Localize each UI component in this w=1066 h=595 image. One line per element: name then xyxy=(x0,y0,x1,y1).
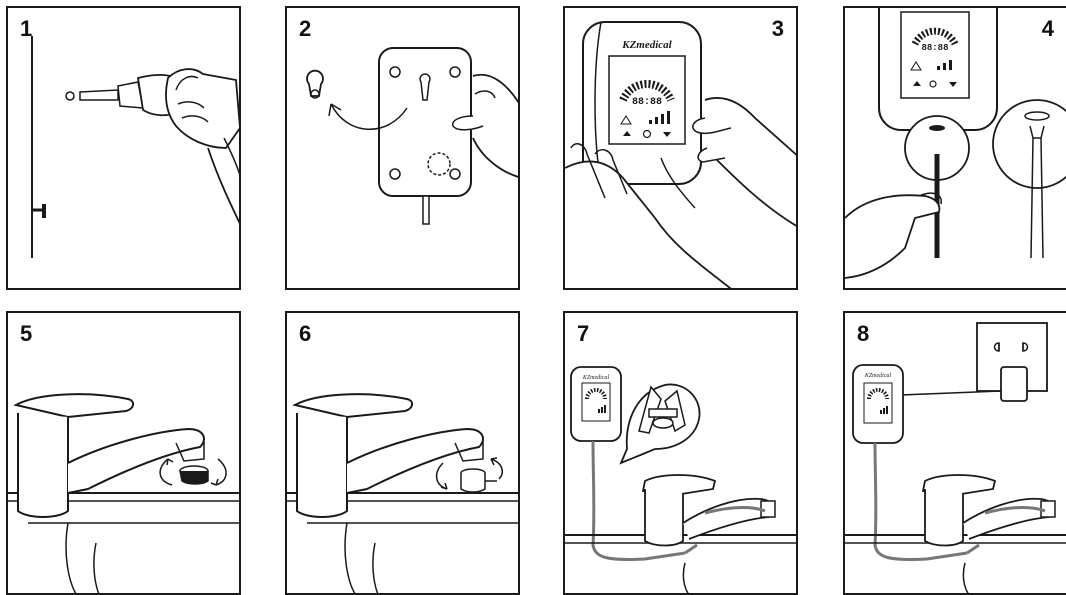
step-3-panel: KZmedical 88:88 3 xyxy=(563,6,798,290)
plug-in-illustration: KZmedical xyxy=(845,313,1066,595)
device-display-digits: 88:88 xyxy=(632,97,662,108)
step-number: 4 xyxy=(1042,18,1054,40)
drill-illustration xyxy=(8,8,241,290)
step-5-panel: 5 xyxy=(6,311,241,595)
attach-adapter-illustration xyxy=(287,313,520,595)
step-8-panel: KZmedical 8 xyxy=(843,311,1066,595)
step-number: 3 xyxy=(772,18,784,40)
unscrew-aerator-illustration xyxy=(8,313,241,595)
device-display-digits: 88:88 xyxy=(921,43,948,53)
step-7-panel: KZmedical 7 xyxy=(563,311,798,595)
device-brand-label: KZmedical xyxy=(621,39,672,51)
device-brand-label: KZmedical xyxy=(582,375,610,381)
step-number: 2 xyxy=(299,18,311,40)
step-2-panel: 2 xyxy=(285,6,520,290)
device-brand-label: KZmedical xyxy=(864,373,892,379)
device-hanging-illustration: KZmedical 88:88 xyxy=(565,8,798,290)
hose-insert-illustration: 88:88 xyxy=(845,8,1066,290)
step-number: 6 xyxy=(299,323,311,345)
step-6-panel: 6 xyxy=(285,311,520,595)
step-number: 5 xyxy=(20,323,32,345)
connect-hose-illustration: KZmedical xyxy=(565,313,798,595)
step-number: 7 xyxy=(577,323,589,345)
step-4-panel: 88:88 4 xyxy=(843,6,1066,290)
step-number: 1 xyxy=(20,18,32,40)
step-1-panel: 1 xyxy=(6,6,241,290)
mounting-plate-illustration xyxy=(287,8,520,290)
step-number: 8 xyxy=(857,323,869,345)
